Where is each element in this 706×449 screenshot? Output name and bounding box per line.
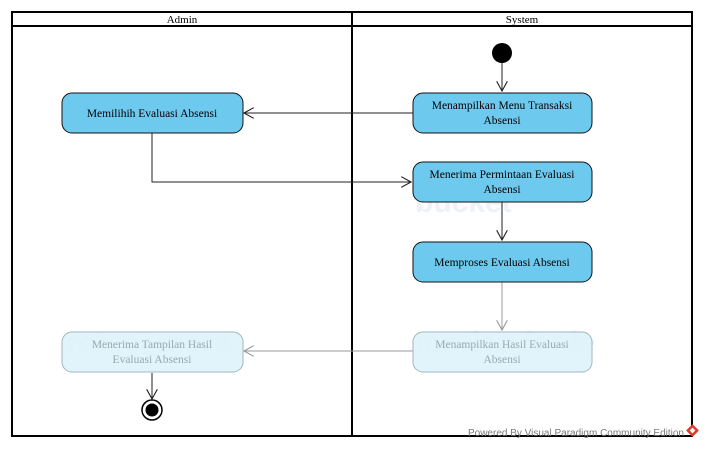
action-label-line1: Menampilkan Hasil Evaluasi (435, 339, 569, 351)
action-node-terima-tampilan: Menerima Tampilan Hasil Evaluasi Absensi (61, 331, 244, 373)
action-node-tampil-menu: Menampilkan Menu Transaksi Absensi (412, 92, 593, 134)
action-label-line2: Absensi (483, 354, 520, 366)
action-label-line2: Absensi (483, 115, 520, 127)
final-node (141, 399, 163, 421)
action-label-line2: Absensi (483, 184, 520, 196)
action-node-pilih-evaluasi: Memilihih Evaluasi Absensi (61, 92, 244, 134)
action-node-proses-evaluasi: Memproses Evaluasi Absensi (412, 241, 593, 283)
action-node-terima-permintaan: Menerima Permintaan Evaluasi Absensi (412, 161, 593, 203)
action-label: Memproses Evaluasi Absensi (434, 257, 569, 269)
action-label-line1: Menampilkan Menu Transaksi (432, 100, 573, 112)
action-label-line2: Evaluasi Absensi (113, 354, 192, 366)
action-label-line1: Menerima Permintaan Evaluasi (430, 169, 575, 181)
flows (152, 63, 502, 399)
lane-title-admin: Admin (167, 14, 198, 26)
action-label: Memilihih Evaluasi Absensi (87, 108, 217, 120)
footer-credit: Powered By Visual Paradigm Community Edi… (468, 428, 684, 439)
initial-node (492, 43, 512, 63)
action-node-tampil-hasil: Menampilkan Hasil Evaluasi Absensi (412, 331, 593, 373)
flow-pilih-to-terima (151, 133, 411, 182)
action-label-line1: Menerima Tampilan Hasil (92, 339, 212, 351)
lane-title-system: System (506, 14, 539, 26)
